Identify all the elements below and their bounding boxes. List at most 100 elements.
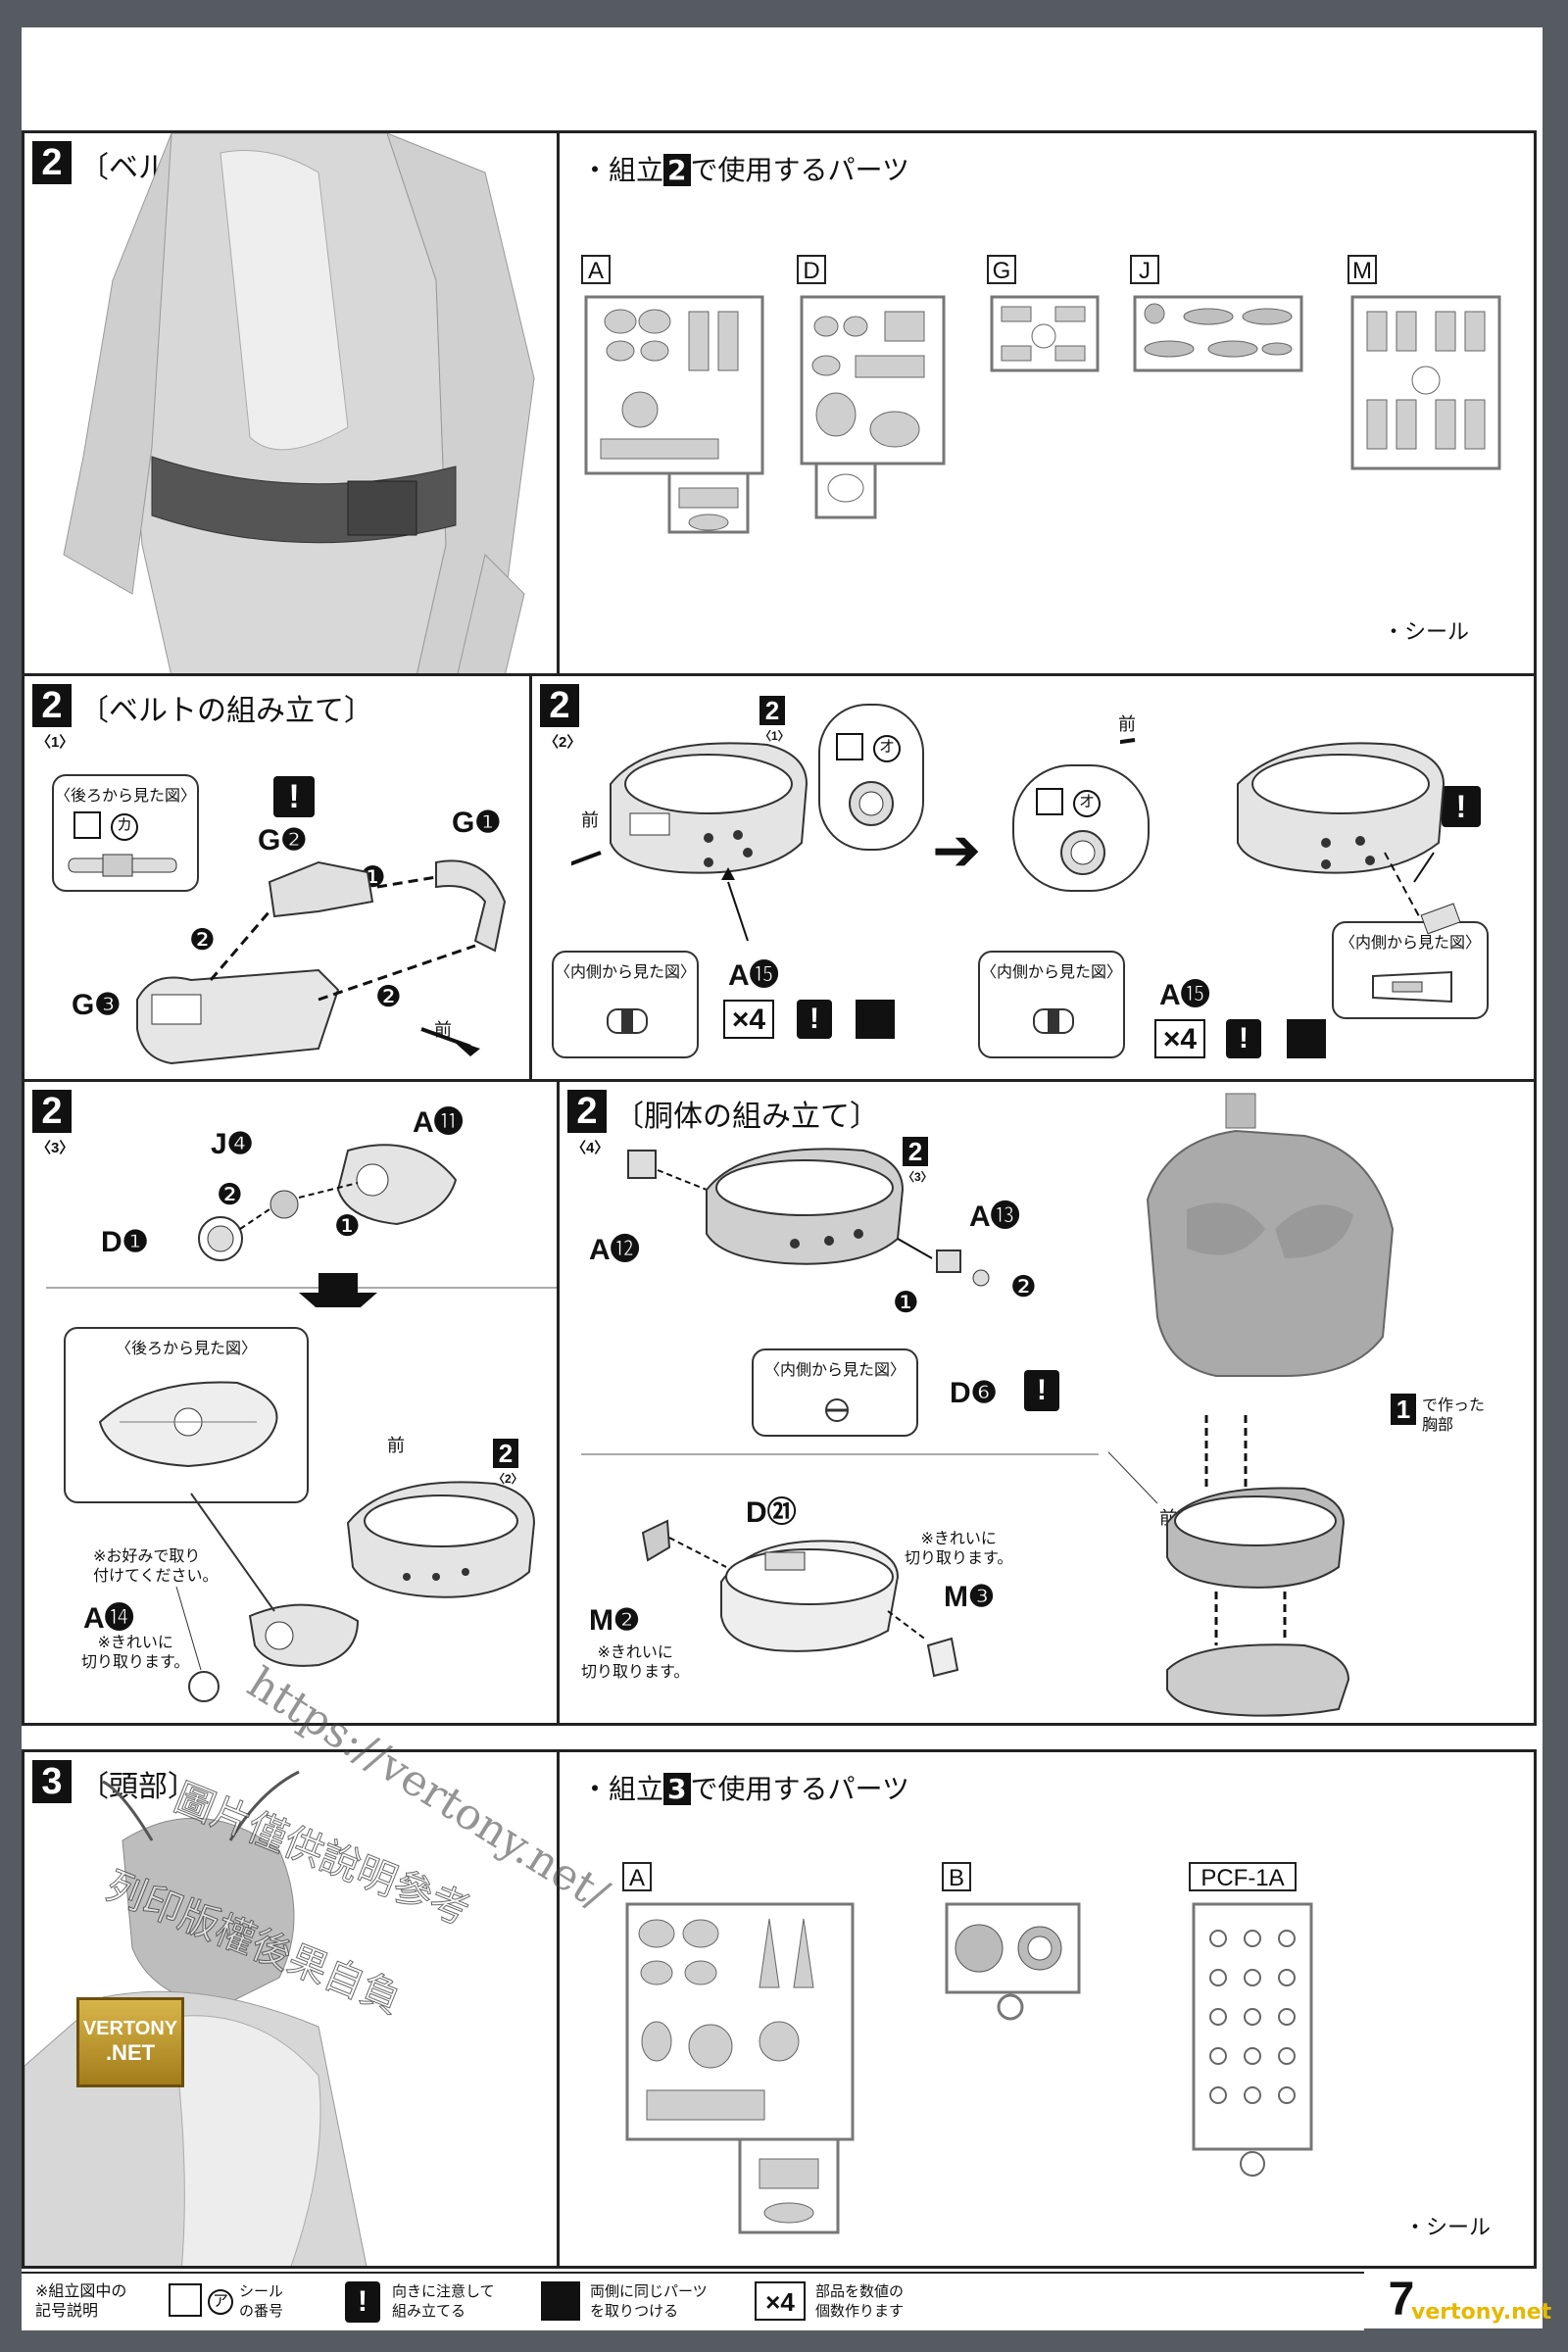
runner-d-sprue	[800, 295, 946, 519]
sticker-mark: オ	[873, 735, 901, 762]
parts-heading-suffix: で使用するパーツ	[690, 154, 909, 186]
runner-b-sprue	[945, 1902, 1081, 2021]
vertony-logo: VERTONY .NET	[76, 1997, 184, 2087]
runner-label-a: A	[622, 1862, 652, 1891]
site-mark: vertony.net	[1411, 2300, 1552, 2325]
step-number: 2	[32, 141, 72, 184]
step2-1-panel: 2 〈1〉 〔ベルトの組み立て〕 〈後ろから見た図〉 カ ! G❷ G❶ G❸ …	[22, 673, 535, 1085]
inner-view-bubble: 〈内側から見た図〉	[978, 951, 1125, 1058]
step-marker: ❷	[189, 923, 216, 957]
step2-3-panel: 2 〈3〉 A⓫ J❹ D❶ ❷ ❶ 〈後ろから見た図〉 前 2 〈2〉 ※お好…	[22, 1079, 563, 1726]
legend-text: シール の番号	[239, 2282, 284, 2320]
part-g1-label: G❶	[452, 807, 502, 839]
seal-label: ・シール	[1404, 2216, 1492, 2240]
inner-view-bubble: 〈内側から見た図〉	[1332, 921, 1489, 1019]
logo-top: VERTONY	[82, 2018, 178, 2039]
optional-note: ※お好みで取り 付けてください。	[93, 1546, 219, 1585]
bubble-caption: 〈内側から見た図〉	[554, 962, 696, 981]
bubble-caption: 〈内側から見た図〉	[1339, 933, 1481, 952]
orientation-warning-icon: !	[1024, 1370, 1059, 1411]
exclamation-icon: !	[345, 2281, 380, 2323]
runner-g-sprue	[990, 295, 1100, 372]
runner-a-sprue	[584, 295, 764, 534]
step-marker: ❶	[893, 1286, 919, 1320]
step-number: 2	[32, 1090, 72, 1133]
back-view-bubble: 〈後ろから見た図〉	[64, 1327, 309, 1503]
chest-note: で作った 胸部	[1422, 1396, 1486, 1434]
inner-view-bubble: 〈内側から見た図〉	[752, 1348, 918, 1437]
runner-label-b: B	[942, 1862, 971, 1891]
parts-heading-suffix: で使用するパーツ	[690, 1773, 909, 1805]
orientation-warning-icon: !	[1442, 786, 1481, 827]
step-marker: ❶	[334, 1209, 361, 1244]
seal-label: ・シール	[1383, 620, 1470, 645]
runner-label-g: G	[987, 255, 1016, 284]
ref-substep: 〈1〉	[760, 729, 790, 743]
sticker-mark: カ	[111, 813, 138, 841]
ref-step-number: 2	[903, 1137, 928, 1166]
mirror-icon	[541, 2281, 580, 2321]
waist-base-assembly	[641, 1519, 959, 1678]
part-m3-label: M❸	[944, 1581, 995, 1613]
part-a14-label: A⓮	[83, 1602, 134, 1635]
part-a15-label: A⓯	[728, 959, 779, 992]
ref-step-chest: 1	[1391, 1394, 1416, 1425]
step-title: 〔頭部〕	[79, 1770, 197, 1804]
orientation-warning-icon: !	[797, 1000, 832, 1039]
sticker-icon	[836, 733, 863, 760]
orientation-warning-icon: !	[1226, 1019, 1261, 1058]
front-label: 前	[387, 1436, 405, 1456]
count-badge: ×4	[1154, 1019, 1205, 1058]
step-number: 2	[32, 684, 72, 727]
part-j4-label: J❹	[211, 1128, 254, 1160]
legend-intro: ※組立図中の 記号説明	[35, 2281, 127, 2320]
runner-label-a: A	[581, 255, 611, 284]
sticker-bubble: オ	[1012, 764, 1150, 892]
runner-label-j: J	[1130, 255, 1159, 284]
sticker-icon	[1036, 788, 1063, 815]
belt-figure-illustration	[63, 133, 535, 676]
bubble-caption: 〈内側から見た図〉	[763, 1360, 906, 1379]
mirror-icon	[856, 1000, 895, 1039]
runner-pcf-1a-sprue	[1192, 1902, 1313, 2177]
step-marker: ❷	[375, 980, 402, 1014]
legend-text: 両側に同じパーツ を取りつける	[590, 2282, 708, 2320]
runner-m-sprue	[1350, 295, 1501, 470]
front-label: 前	[581, 810, 599, 831]
bubble-caption: 〈内側から見た図〉	[980, 962, 1122, 981]
parts-heading-no: 2	[663, 154, 691, 186]
bubble-caption: 〈後ろから見た図〉	[115, 1339, 257, 1357]
part-a15-label: A⓯	[1159, 979, 1210, 1011]
sticker-mark: オ	[1073, 790, 1101, 817]
runner-j-sprue	[1133, 295, 1303, 372]
step-title: 〔胴体の組み立て〕	[614, 1100, 879, 1134]
clean-cut-note: ※きれいに 切り取ります。	[905, 1529, 1013, 1567]
ref-substep: 〈3〉	[903, 1170, 933, 1184]
torso-assembly	[1108, 1093, 1395, 1717]
back-view-bubble: 〈後ろから見た図〉 カ	[52, 774, 199, 892]
belt-ring-right	[1120, 738, 1461, 935]
bubble-caption: 〈後ろから見た図〉	[54, 786, 196, 805]
symbol-legend: ※組立図中の 記号説明 ア シール の番号 ! 向きに注意して 組み立てる 両側…	[22, 2272, 1364, 2330]
page-number: 7	[1372, 2272, 1431, 2328]
part-a13-label: A⓭	[969, 1200, 1020, 1233]
part-d1-label: D❶	[101, 1226, 149, 1258]
step-marker: ❷	[1010, 1270, 1037, 1304]
part-g2-label: G❷	[258, 824, 308, 857]
sticker-icon	[74, 811, 101, 839]
ref-step-number: 2	[760, 696, 785, 725]
count-badge: ×4	[723, 1000, 774, 1039]
legend-text: 部品を数値の 個数作ります	[815, 2282, 905, 2320]
orientation-warning-icon: !	[273, 776, 315, 817]
front-label: 前	[1118, 714, 1136, 735]
belt-ring-left	[571, 742, 808, 942]
runner-a-sprue	[625, 1902, 855, 2234]
part-m2-label: M❷	[589, 1604, 640, 1637]
substep-number: 〈4〉	[571, 1140, 610, 1156]
belt-with-eye	[175, 1481, 536, 1702]
part-g3-label: G❸	[72, 989, 122, 1021]
substep-number: 〈2〉	[544, 734, 582, 751]
substep-number: 〈1〉	[36, 734, 74, 751]
